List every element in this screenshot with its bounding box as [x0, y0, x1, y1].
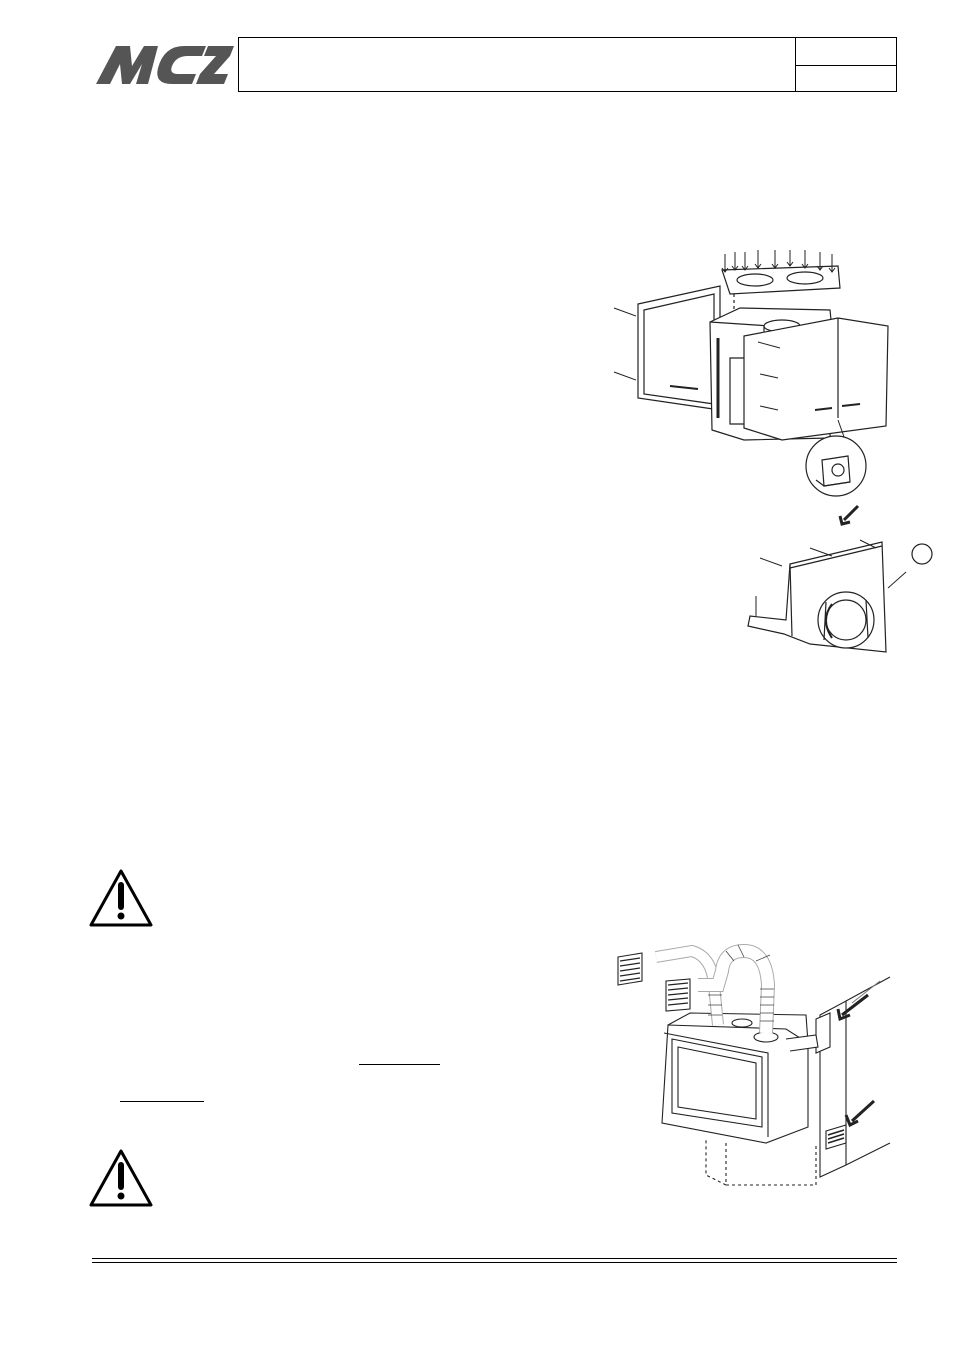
underline-mark	[120, 1101, 204, 1103]
footer-rule	[92, 1258, 897, 1260]
underline-mark	[359, 1064, 440, 1066]
ducting-installation-figure	[617, 943, 891, 1186]
warning-triangle-icon	[89, 869, 153, 927]
stove-exploded-figure	[613, 250, 933, 653]
mcz-logo	[96, 46, 234, 84]
warning-triangle-icon	[89, 1149, 153, 1207]
footer-rule	[92, 1262, 897, 1263]
header-box	[238, 37, 897, 92]
header-divider	[796, 65, 896, 67]
header-divider	[795, 38, 797, 91]
